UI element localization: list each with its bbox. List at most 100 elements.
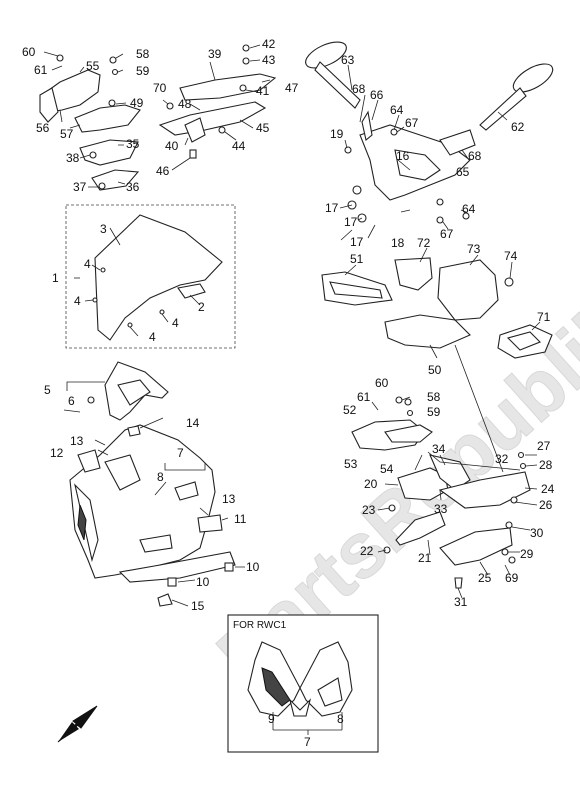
callout-16: 16 (396, 149, 410, 163)
arrow-icon (57, 705, 98, 743)
callout-29: 29 (520, 547, 534, 561)
callout-68: 68 (468, 149, 482, 163)
callout-42: 42 (262, 37, 276, 51)
callout-68: 68 (352, 82, 366, 96)
callout-67: 67 (440, 227, 454, 241)
callout-4: 4 (84, 257, 91, 271)
callout-55: 55 (86, 59, 100, 73)
callout-4: 4 (74, 294, 81, 308)
top-bracket-group (158, 44, 277, 171)
callout-60: 60 (375, 376, 389, 390)
callout-64: 64 (462, 202, 476, 216)
callout-30: 30 (530, 526, 544, 540)
callout-40: 40 (165, 139, 179, 153)
inset-title: FOR RWC1 (233, 620, 287, 631)
callout-26: 26 (539, 498, 553, 512)
callout-61: 61 (357, 390, 371, 404)
callout-21: 21 (418, 551, 432, 565)
callout-57: 57 (60, 127, 74, 141)
callout-45: 45 (256, 121, 270, 135)
callout-33: 33 (434, 502, 448, 516)
callout-52: 52 (343, 403, 357, 417)
callout-58: 58 (427, 390, 441, 404)
callout-50: 50 (428, 363, 442, 377)
callout-49: 49 (130, 96, 144, 110)
callout-67: 67 (405, 116, 419, 130)
air-duct-group (321, 247, 553, 359)
callout-35: 35 (126, 137, 140, 151)
callout-54: 54 (380, 462, 394, 476)
side-cover-group (39, 51, 141, 191)
callout-62: 62 (511, 120, 525, 134)
callout-31: 31 (454, 595, 468, 609)
callout-4: 4 (149, 330, 156, 344)
callout-47: 47 (285, 81, 299, 95)
callout-74: 74 (504, 249, 518, 263)
callout-13: 13 (222, 492, 236, 506)
callout-34: 34 (432, 442, 446, 456)
callout-66: 66 (370, 88, 384, 102)
callout-48: 48 (178, 97, 192, 111)
rwc1-inset (227, 614, 379, 753)
callout-43: 43 (262, 53, 276, 67)
callout-17: 17 (344, 215, 358, 229)
lower-panels-group (351, 344, 538, 599)
callout-10: 10 (246, 560, 260, 574)
callout-3: 3 (100, 222, 107, 236)
windscreen-group (65, 204, 236, 349)
callout-41: 41 (256, 84, 270, 98)
callout-39: 39 (208, 47, 222, 61)
inner-panel-group (87, 361, 169, 421)
callout-73: 73 (467, 242, 481, 256)
callout-65: 65 (456, 165, 470, 179)
callout-24: 24 (541, 482, 555, 496)
callout-27: 27 (537, 439, 551, 453)
callout-6: 6 (68, 394, 75, 408)
callout-28: 28 (539, 458, 553, 472)
callout-17: 17 (350, 235, 364, 249)
callout-25: 25 (478, 571, 492, 585)
callout-64: 64 (390, 103, 404, 117)
callout-5: 5 (44, 383, 51, 397)
callout-22: 22 (360, 544, 374, 558)
callout-11: 11 (234, 512, 247, 526)
callout-32: 32 (495, 452, 509, 466)
callout-23: 23 (362, 503, 376, 517)
front-cowl-group (69, 417, 245, 607)
callout-71: 71 (537, 310, 551, 324)
callout-44: 44 (232, 139, 246, 153)
callout-51: 51 (350, 252, 364, 266)
callout-12: 12 (50, 446, 64, 460)
callout-69: 69 (505, 571, 519, 585)
callout-37: 37 (73, 180, 87, 194)
callout-56: 56 (36, 121, 50, 135)
callout-17: 17 (325, 201, 339, 215)
callout-8: 8 (337, 712, 344, 726)
callout-58: 58 (136, 47, 150, 61)
callout-1: 1 (52, 271, 59, 285)
callout-38: 38 (66, 151, 80, 165)
callout-60: 60 (22, 45, 36, 59)
callout-36: 36 (126, 180, 140, 194)
callout-14: 14 (186, 416, 200, 430)
callout-19: 19 (330, 127, 344, 141)
callout-7: 7 (177, 446, 184, 460)
callout-20: 20 (364, 477, 378, 491)
callout-8: 8 (157, 470, 164, 484)
callout-63: 63 (341, 53, 355, 67)
callout-53: 53 (344, 457, 358, 471)
callout-70: 70 (153, 81, 167, 95)
callout-7: 7 (304, 735, 311, 749)
callout-72: 72 (417, 236, 431, 250)
callout-9: 9 (268, 712, 275, 726)
mirror-stay-group (305, 41, 554, 241)
callout-59: 59 (136, 64, 150, 78)
callout-4: 4 (172, 316, 179, 330)
callout-10: 10 (196, 575, 210, 589)
callout-15: 15 (191, 599, 205, 613)
callout-2: 2 (198, 300, 205, 314)
callout-46: 46 (156, 164, 170, 178)
callout-18: 18 (391, 236, 405, 250)
callout-59: 59 (427, 405, 441, 419)
